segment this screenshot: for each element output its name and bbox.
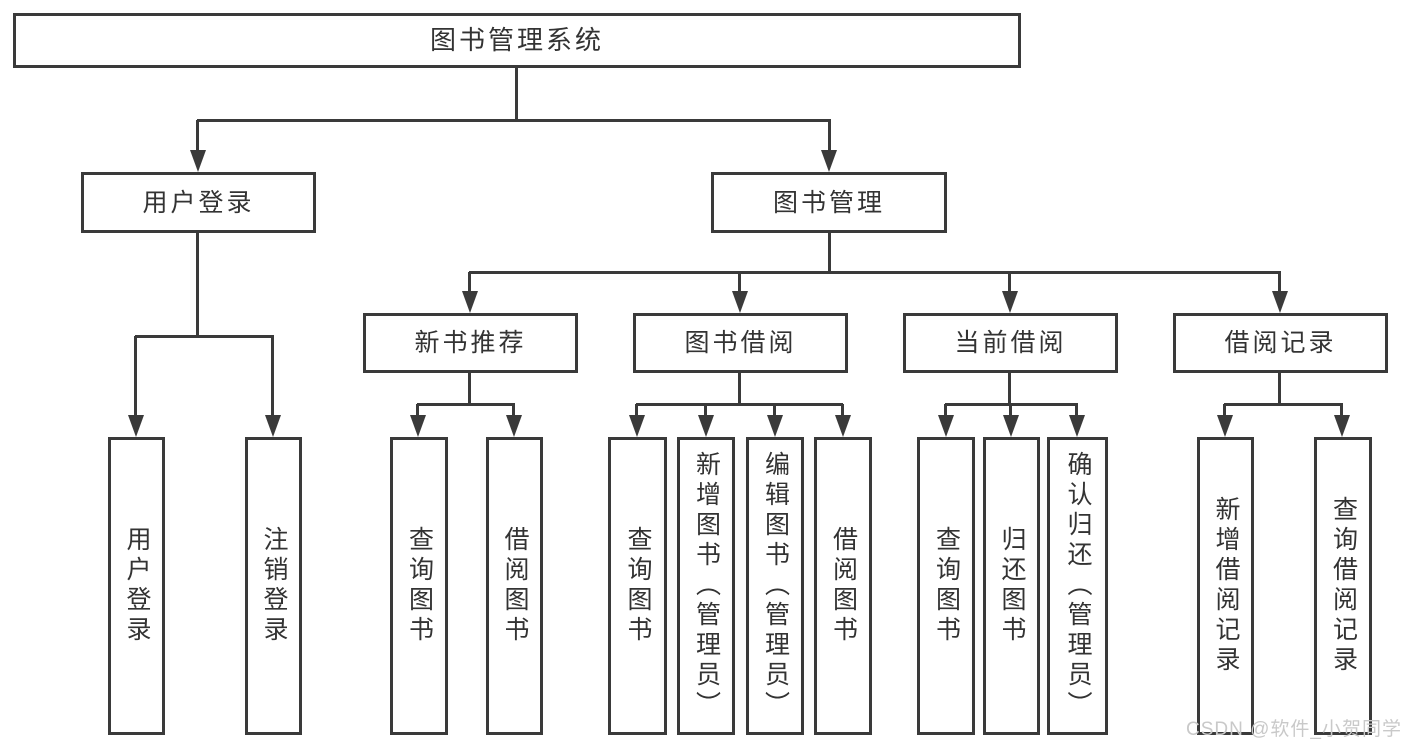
node-label: 查询借阅记录 bbox=[1329, 496, 1358, 676]
arrow-head-icon bbox=[1334, 415, 1350, 437]
connector-line bbox=[512, 404, 515, 418]
node-label: 注销登录 bbox=[260, 526, 288, 646]
csdn-watermark: CSDN @软件_小贺同学 bbox=[1186, 719, 1402, 740]
arrow-head-icon bbox=[629, 415, 645, 437]
connector-line bbox=[1224, 403, 1343, 406]
node-label: 图书管理 bbox=[772, 188, 885, 217]
connector-line bbox=[135, 335, 274, 338]
node-label: 新增借阅记录 bbox=[1212, 496, 1240, 676]
node-leaf-query-borrow-record: 查询借阅记录 bbox=[1314, 437, 1372, 735]
node-leaf-return-books: 归还图书 bbox=[983, 437, 1040, 735]
node-label: 图书借阅 bbox=[684, 329, 797, 357]
node-label: 借阅图书 bbox=[829, 526, 858, 646]
connector-line bbox=[1009, 404, 1012, 418]
node-library-management-system: 图书管理系统 bbox=[13, 13, 1021, 68]
connector-line bbox=[738, 272, 741, 294]
connector-line bbox=[773, 404, 776, 418]
connector-line bbox=[196, 120, 199, 153]
node-label: 编辑图书（管理员） bbox=[761, 451, 790, 721]
arrow-head-icon bbox=[698, 415, 714, 437]
connector-line bbox=[944, 404, 947, 418]
node-leaf-query-books-borrow: 查询图书 bbox=[608, 437, 667, 735]
arrow-head-icon bbox=[767, 415, 783, 437]
node-label: 新增图书（管理员） bbox=[692, 451, 721, 721]
arrow-head-icon bbox=[1272, 291, 1288, 313]
node-user-login: 用户登录 bbox=[81, 172, 316, 233]
connector-line bbox=[468, 373, 471, 405]
node-leaf-edit-books-admin: 编辑图书（管理员） bbox=[746, 437, 804, 735]
connector-line bbox=[841, 404, 844, 418]
connector-line bbox=[417, 403, 515, 406]
node-label: 当前借阅 bbox=[954, 329, 1067, 357]
node-leaf-user-login: 用户登录 bbox=[108, 437, 165, 735]
arrow-head-icon bbox=[938, 415, 954, 437]
node-label: 查询图书 bbox=[624, 526, 652, 646]
connector-line bbox=[738, 373, 741, 405]
node-label: 借阅记录 bbox=[1224, 329, 1337, 357]
node-new-book-recommendation: 新书推荐 bbox=[363, 313, 578, 373]
arrow-head-icon bbox=[1002, 291, 1018, 313]
node-label: 用户登录 bbox=[142, 188, 255, 217]
connector-line bbox=[1278, 272, 1281, 294]
node-book-borrowing: 图书借阅 bbox=[633, 313, 848, 373]
connector-line bbox=[828, 233, 831, 273]
node-borrowing-records: 借阅记录 bbox=[1173, 313, 1388, 373]
node-label: 查询图书 bbox=[932, 526, 961, 646]
arrow-head-icon bbox=[1003, 415, 1019, 437]
connector-line bbox=[1075, 404, 1078, 418]
arrow-head-icon bbox=[821, 150, 837, 172]
connector-line bbox=[1278, 373, 1281, 405]
node-book-management: 图书管理 bbox=[711, 172, 947, 233]
connector-line bbox=[197, 119, 831, 122]
arrow-head-icon bbox=[835, 415, 851, 437]
arrow-head-icon bbox=[1069, 415, 1085, 437]
arrow-head-icon bbox=[462, 291, 478, 313]
node-label: 新书推荐 bbox=[414, 329, 527, 357]
arrow-head-icon bbox=[128, 415, 144, 437]
connector-line bbox=[828, 120, 831, 153]
arrow-head-icon bbox=[506, 415, 522, 437]
connector-line bbox=[1008, 272, 1011, 294]
connector-line bbox=[416, 404, 419, 418]
connector-line bbox=[515, 68, 518, 120]
arrow-head-icon bbox=[1217, 415, 1233, 437]
node-label: 借阅图书 bbox=[501, 526, 529, 646]
node-leaf-borrow-books-recommend: 借阅图书 bbox=[486, 437, 543, 735]
connector-line bbox=[271, 336, 274, 416]
connector-line bbox=[196, 233, 199, 337]
node-leaf-query-books-current: 查询图书 bbox=[917, 437, 975, 735]
node-label: 确认归还（管理员） bbox=[1064, 451, 1092, 721]
connector-line bbox=[1223, 404, 1226, 418]
connector-line bbox=[635, 404, 638, 418]
arrow-head-icon bbox=[732, 291, 748, 313]
node-label: 图书管理系统 bbox=[429, 24, 604, 55]
node-leaf-borrow-books: 借阅图书 bbox=[814, 437, 872, 735]
node-leaf-query-books-recommend: 查询图书 bbox=[390, 437, 448, 735]
node-label: 归还图书 bbox=[998, 526, 1026, 646]
node-label: 用户登录 bbox=[123, 526, 151, 646]
connector-line bbox=[636, 403, 843, 406]
connector-line bbox=[704, 404, 707, 418]
connector-line bbox=[469, 271, 1281, 274]
connector-line bbox=[1340, 404, 1343, 418]
node-leaf-confirm-return-admin: 确认归还（管理员） bbox=[1047, 437, 1108, 735]
arrow-head-icon bbox=[190, 150, 206, 172]
connector-line bbox=[134, 336, 137, 416]
node-leaf-add-books-admin: 新增图书（管理员） bbox=[677, 437, 735, 735]
node-leaf-add-borrow-record: 新增借阅记录 bbox=[1197, 437, 1254, 735]
connector-line bbox=[1008, 373, 1011, 405]
connector-line bbox=[468, 272, 471, 294]
node-leaf-logout: 注销登录 bbox=[245, 437, 302, 735]
arrow-head-icon bbox=[410, 415, 426, 437]
arrow-head-icon bbox=[265, 415, 281, 437]
node-current-borrowing: 当前借阅 bbox=[903, 313, 1118, 373]
node-label: 查询图书 bbox=[405, 526, 434, 646]
